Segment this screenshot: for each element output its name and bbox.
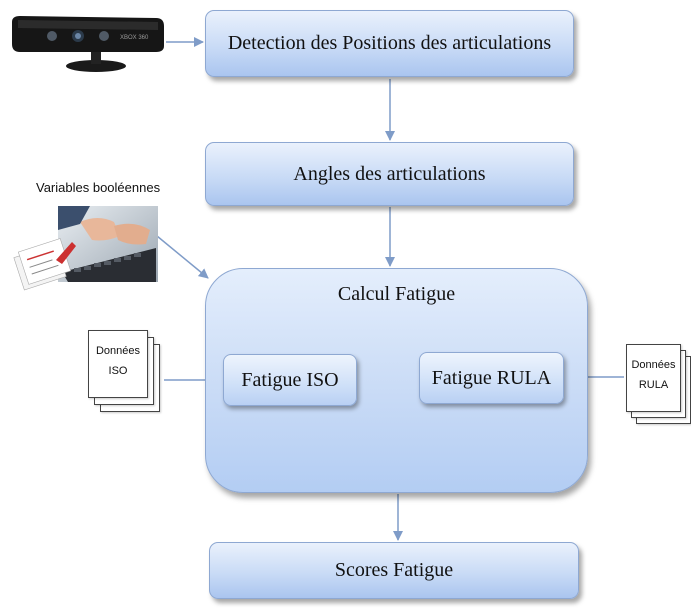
scores-fatigue-label: Scores Fatigue	[334, 559, 454, 581]
donnees-rula-line1: Données	[631, 359, 676, 371]
donnees-iso-line2: ISO	[108, 365, 128, 377]
doc-front-sheet: Données ISO	[88, 330, 148, 398]
donnees-rula-line2: RULA	[638, 379, 669, 391]
fatigue-rula-box: Fatigue RULA	[419, 352, 564, 404]
calcul-fatigue-title: Calcul Fatigue	[337, 283, 456, 305]
donnees-iso-line1: Données	[95, 345, 141, 357]
variables-booleennes-label: Variables booléennes	[36, 180, 161, 195]
fatigue-iso-label: Fatigue ISO	[241, 368, 339, 391]
donnees-rula-document-stack: Données RULA	[626, 344, 691, 430]
kinect-sensor-icon: XBOX 360	[12, 16, 164, 72]
detection-positions-label: Detection des Positions des articulation…	[227, 32, 552, 54]
kinect-brand-text: XBOX 360	[120, 35, 149, 41]
donnees-iso-document-stack: Données ISO	[88, 330, 168, 420]
scores-fatigue-box: Scores Fatigue	[209, 542, 579, 599]
donnees-iso-text: Données ISO	[89, 341, 147, 381]
donnees-rula-text: Données RULA	[627, 355, 680, 395]
angles-articulations-box: Angles des articulations	[205, 142, 574, 206]
keyboard-typing-icon	[13, 206, 158, 291]
doc-front-sheet: Données RULA	[626, 344, 681, 412]
fatigue-iso-box: Fatigue ISO	[223, 354, 357, 406]
arrow-variables-to-calcul	[156, 235, 209, 279]
detection-positions-box: Detection des Positions des articulation…	[205, 10, 574, 77]
angles-articulations-label: Angles des articulations	[293, 162, 486, 185]
fatigue-rula-label: Fatigue RULA	[431, 366, 552, 389]
